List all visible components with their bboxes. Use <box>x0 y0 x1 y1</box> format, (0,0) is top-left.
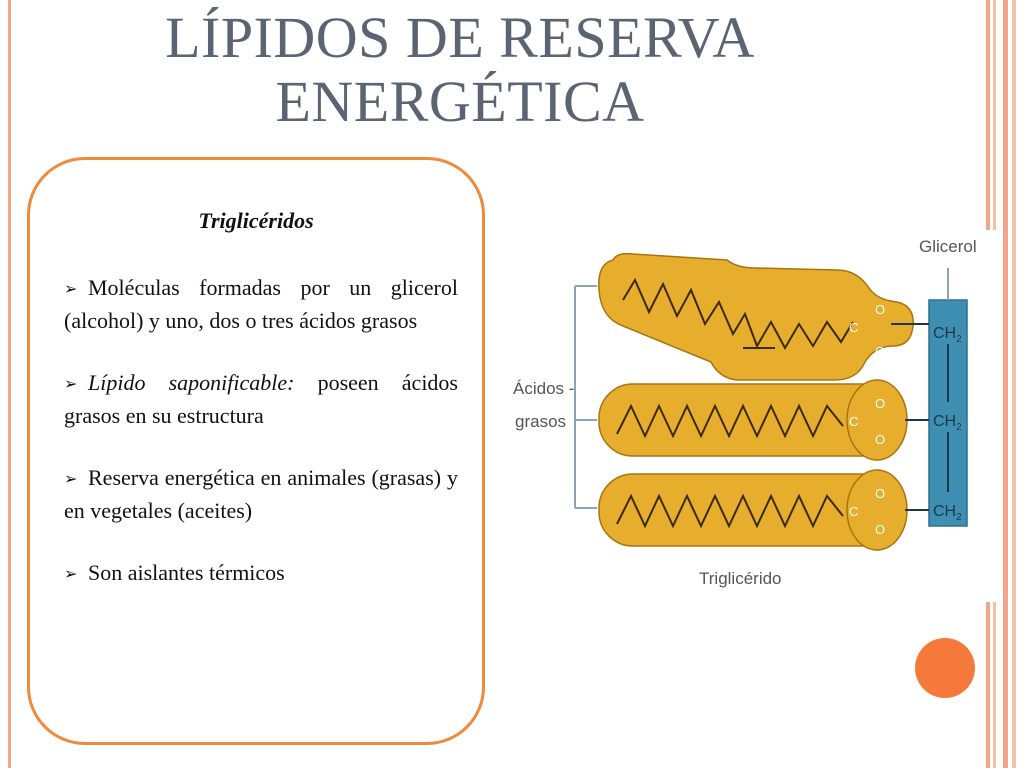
label-trigliceride: Triglicérido <box>699 569 782 588</box>
carbon-label: C <box>849 414 858 429</box>
fatty-acid-chain-2 <box>598 379 929 461</box>
bullet-item: ➢ Lípido saponificable: poseen ácidos gra… <box>64 367 458 431</box>
bullet-text: poseen ácidos grasos en su estructura <box>64 370 458 428</box>
ch2-label-2: CH2 <box>933 413 962 433</box>
bullet-item: ➢Moléculas formadas por un glicerol (alc… <box>64 272 458 336</box>
slide-title-line-1: LÍPIDOS DE RESERVA <box>165 5 755 70</box>
triglycerides-text-box: Triglicéridos ➢Moléculas formadas por un… <box>27 157 485 745</box>
arrow-bullet-icon: ➢ <box>64 471 78 488</box>
frame-left-stripe <box>8 0 11 768</box>
bullet-text: Reserva energética en animales (grasas) … <box>64 465 458 523</box>
arrow-bullet-icon: ➢ <box>64 376 78 393</box>
carbon-label: C <box>849 320 858 335</box>
oxygen-label: O <box>875 432 885 447</box>
ch2-label-1: CH2 <box>933 325 962 345</box>
carbonyl-labels: C O O C O O C O O <box>849 302 885 537</box>
bullet-text: Moléculas formadas por un glicerol (alco… <box>64 275 458 333</box>
bullet-text: Son aislantes térmicos <box>88 560 285 585</box>
label-acidos-1: Ácidos - <box>513 379 574 398</box>
label-acidos-2: grasos <box>515 412 566 431</box>
label-glicerol: Glicerol <box>919 237 977 256</box>
bullet-item: ➢Reserva energética en animales (grasas)… <box>64 462 458 526</box>
arrow-bullet-icon: ➢ <box>64 281 78 298</box>
oxygen-label: O <box>875 486 885 501</box>
carbon-label: C <box>849 504 858 519</box>
oxygen-label: O <box>875 302 885 317</box>
frame-right-stripe <box>1003 0 1008 768</box>
bullet-italic-text: Lípido saponificable: <box>88 370 295 395</box>
ch2-label-3: CH2 <box>933 503 962 523</box>
bullet-item: ➢ Son aislantes térmicos <box>64 557 458 590</box>
triglyceride-svg: Ácidos - grasos Glicerol CH2 CH2 CH2 <box>513 237 977 588</box>
box-heading: Triglicéridos <box>198 208 314 233</box>
fatty-acid-chain-3 <box>598 469 929 551</box>
oxygen-label: O <box>875 344 885 359</box>
fatty-acid-bracket <box>574 285 597 509</box>
oxygen-label: O <box>875 522 885 537</box>
arrow-bullet-icon: ➢ <box>64 566 78 583</box>
oxygen-label: O <box>875 396 885 411</box>
ch2-labels: CH2 CH2 CH2 <box>933 325 962 523</box>
fatty-acid-chain-1 <box>598 252 929 381</box>
accent-dot <box>915 638 975 698</box>
slide-title-line-2: ENERGÉTICA <box>275 69 645 134</box>
bullet-list: ➢Moléculas formadas por un glicerol (alc… <box>64 272 458 621</box>
frame-right-stripe <box>1012 0 1016 768</box>
slide-title: LÍPIDOS DE RESERVA ENERGÉTICA <box>150 6 770 134</box>
triglyceride-diagram: Ácidos - grasos Glicerol CH2 CH2 CH2 <box>505 230 1003 602</box>
